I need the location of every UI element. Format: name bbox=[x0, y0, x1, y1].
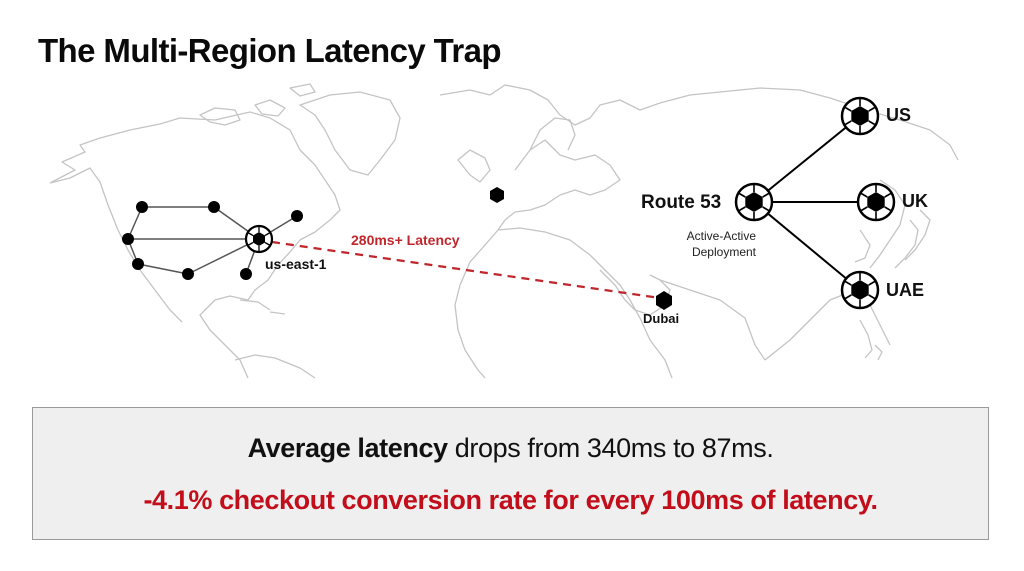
us-region-node-icon bbox=[840, 96, 880, 136]
us-east-1-label: us-east-1 bbox=[265, 256, 327, 272]
world-map-diagram bbox=[49, 83, 959, 379]
latency-link bbox=[271, 240, 661, 300]
us-network-nodes bbox=[122, 201, 303, 280]
route53-sublabel-line2: Deployment bbox=[691, 245, 756, 259]
summary-line-1-rest: drops from 340ms to 87ms. bbox=[447, 433, 774, 463]
route53-edges bbox=[753, 115, 876, 291]
dubai-label: Dubai bbox=[643, 311, 680, 326]
route53-label: Route 53 bbox=[641, 192, 722, 213]
summary-box: Average latency drops from 340ms to 87ms… bbox=[32, 407, 989, 540]
route53-sublabel-line1: Active-Active bbox=[686, 229, 756, 243]
region-label-uae: UAE bbox=[886, 280, 925, 300]
uk-region-node-icon bbox=[856, 182, 896, 222]
region-label-uk: UK bbox=[902, 191, 928, 211]
uae-region-node-icon bbox=[840, 270, 880, 310]
summary-line-1-bold: Average latency bbox=[247, 433, 449, 463]
route53-sublabel: Active-Active Deployment bbox=[662, 228, 756, 260]
summary-line-2: -4.1% checkout conversion rate for every… bbox=[143, 485, 878, 515]
slide-title: The Multi-Region Latency Trap bbox=[38, 32, 502, 69]
summary-line-1: Average latency drops from 340ms to 87ms… bbox=[33, 433, 988, 464]
continent-outlines bbox=[49, 83, 959, 379]
dubai-node-icon bbox=[656, 291, 672, 310]
europe-node-icon bbox=[490, 187, 504, 203]
us-east-1-node-icon bbox=[244, 224, 274, 254]
latency-label: 280ms+ Latency bbox=[351, 232, 460, 248]
route53-node-icon bbox=[734, 182, 774, 222]
region-label-us: US bbox=[886, 105, 912, 125]
